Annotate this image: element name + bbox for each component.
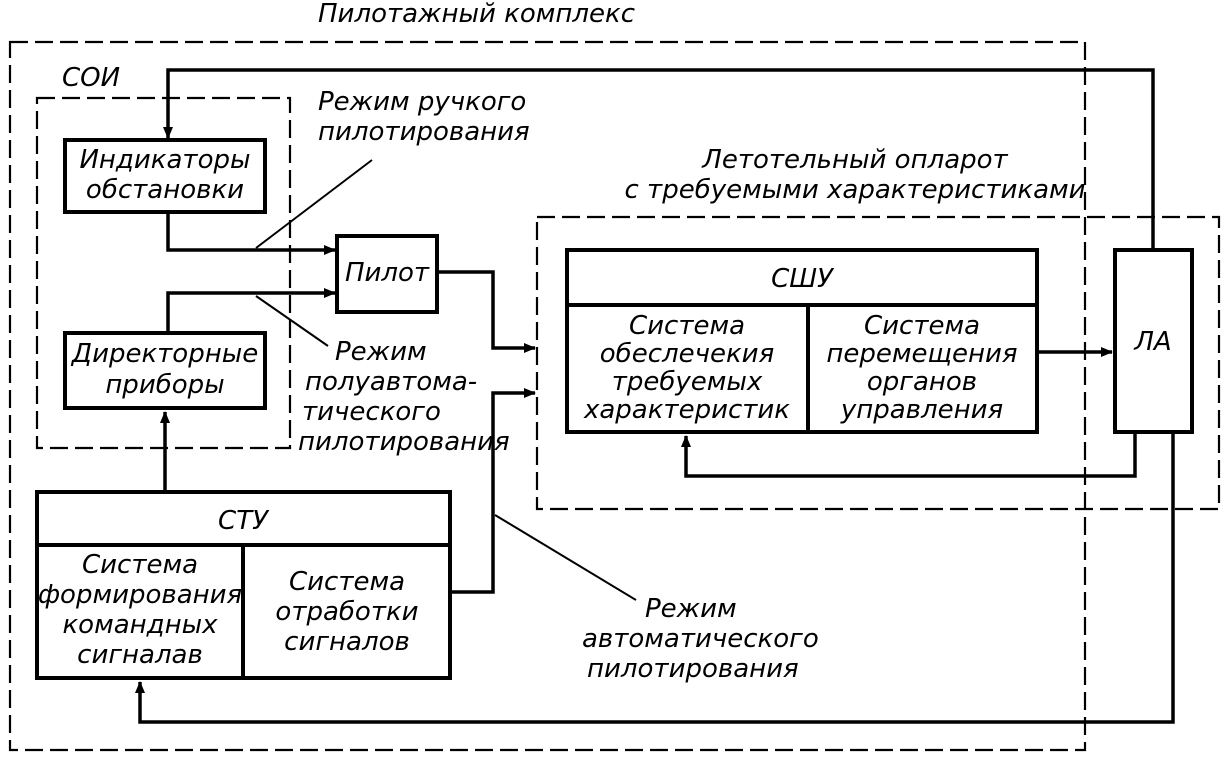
feedback-la-to-sshu bbox=[681, 432, 1137, 478]
mode-semi-line4: пилотирования bbox=[298, 427, 510, 457]
mode-semi-line3: тического bbox=[302, 397, 441, 427]
mode-semi-line2: полуавтома- bbox=[305, 367, 477, 397]
stu-left-line2: формирования bbox=[38, 580, 242, 610]
stu-block: СТУ Система формирования командных сигна… bbox=[35, 490, 452, 680]
la-group-label-line2: с требуемыми характеристиками bbox=[624, 175, 1085, 205]
la-group-frame bbox=[535, 215, 1221, 511]
sshu-right-line1: Система bbox=[864, 311, 980, 341]
indicators-line1: Индикаторы bbox=[79, 145, 250, 175]
mode-auto-line1: Режим bbox=[645, 594, 737, 624]
stu-right-line2: отработки bbox=[275, 597, 418, 627]
mode-manual-line2: пилотирования bbox=[318, 117, 530, 147]
sshu-left-line2: обеслечекия bbox=[600, 339, 774, 369]
wire-indicators-to-pilot bbox=[166, 212, 336, 255]
sshu-right-line3: органов bbox=[867, 367, 977, 397]
director-line2: приборы bbox=[105, 370, 224, 400]
stu-title: СТУ bbox=[218, 506, 270, 536]
director-line1: Директорные bbox=[71, 339, 259, 369]
stu-left-line1: Система bbox=[82, 550, 198, 580]
sshu-left-line4: характеристик bbox=[583, 395, 790, 425]
sshu-right-line2: перемещения bbox=[826, 339, 1017, 369]
mode-auto-line2: автоматического bbox=[582, 624, 819, 654]
stu-right-line1: Система bbox=[289, 567, 405, 597]
feedback-la-to-indicators bbox=[163, 68, 1155, 250]
sshu-left-line1: Система bbox=[629, 311, 745, 341]
stu-left-line4: сигналав bbox=[77, 640, 203, 670]
la-box: ЛА bbox=[1113, 248, 1194, 434]
la-label: ЛА bbox=[1133, 327, 1171, 357]
mode-semi-line1: Режим bbox=[335, 337, 427, 367]
feedback-la-to-stu bbox=[135, 432, 1175, 724]
wire-stu-to-aircraft bbox=[450, 388, 536, 594]
pilot-label: Пилот bbox=[345, 258, 430, 288]
director-box: Директорные приборы bbox=[63, 331, 267, 410]
sshu-right-line4: управления bbox=[840, 395, 1003, 425]
indicators-box: Индикаторы обстановки bbox=[63, 138, 267, 214]
wire-director-to-pilot bbox=[166, 288, 336, 333]
wire-pilot-to-aircraft bbox=[437, 270, 536, 353]
indicators-line2: обстановки bbox=[86, 175, 244, 205]
mode-auto-line3: пилотирования bbox=[587, 654, 799, 684]
soi-label: СОИ bbox=[62, 63, 120, 93]
sshu-left-line3: требуемых bbox=[612, 367, 763, 397]
complex-frame bbox=[8, 40, 1087, 752]
pilot-box: Пилот bbox=[335, 234, 439, 314]
leader-mode-auto bbox=[494, 514, 637, 601]
leader-mode-semi bbox=[255, 295, 329, 347]
la-group-label-line1: Летотельный опларот bbox=[701, 145, 1008, 175]
stu-right-line3: сигналов bbox=[284, 627, 410, 657]
complex-title: Пилотажный комплекс bbox=[318, 0, 635, 29]
stu-left-line3: командных bbox=[62, 610, 218, 640]
sshu-title: СШУ bbox=[771, 264, 835, 294]
sshu-block: СШУ Система обеслечекия требуемых характ… bbox=[565, 248, 1039, 434]
mode-manual-line1: Режим ручкого bbox=[318, 87, 526, 117]
leader-mode-manual bbox=[255, 159, 373, 249]
